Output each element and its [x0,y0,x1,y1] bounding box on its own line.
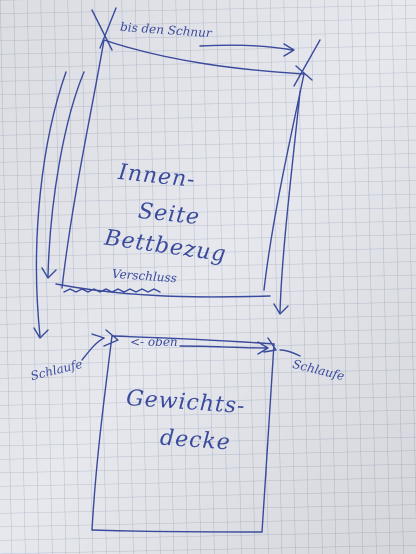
left-loop-arrow [81,337,105,361]
top-marker-right [263,337,277,353]
lower-left-edge [91,335,113,531]
top-arrow-head [283,43,295,57]
left-long-arrow-head [41,267,57,279]
left-long-arrow [47,71,85,277]
corner-cross-top-left-b [99,7,117,49]
corner-cross-top-right-a [293,39,321,87]
upper-bottom-edge [55,283,271,298]
lower-bottom-edge [91,529,263,533]
upper-top-edge [103,39,305,75]
top-arrow [199,44,293,51]
right-long-arrow [279,91,301,313]
note-oben: <- oben [130,335,178,349]
note-decke: decke [159,425,232,456]
lower-top-edge [111,335,275,345]
right-long-arrow-head [273,303,289,315]
oben-arrow-head [257,341,269,355]
lower-right-edge [261,343,275,533]
left-outer-arrow [35,71,67,337]
top-marker-left [103,329,119,347]
left-loop-tick [91,333,105,339]
corner-cross-top-right-b [295,65,313,81]
left-outer-arrow-head [33,327,49,339]
closure-zigzag [63,288,161,293]
right-loop-arrow [279,349,301,357]
upper-left-edge [61,39,105,289]
oben-arrow [179,345,267,349]
corner-cross-top-left-a [91,9,113,51]
